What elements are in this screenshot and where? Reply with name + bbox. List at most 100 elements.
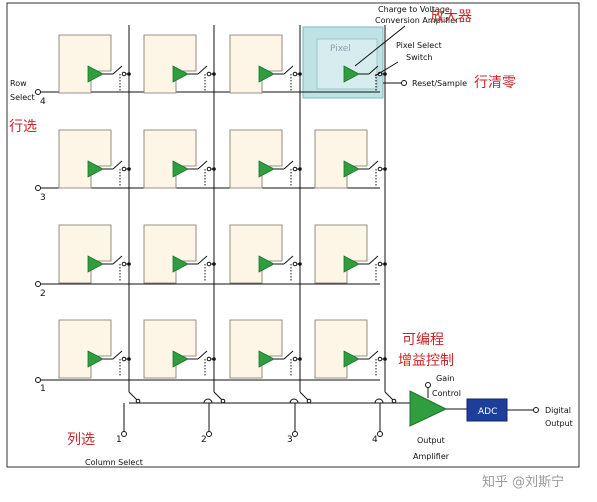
pixel-select-switch <box>283 65 294 75</box>
pixel-select-switch <box>112 350 123 360</box>
reset-sample-terminal <box>401 80 407 86</box>
annotation-amplifier: 放大器 <box>430 9 472 25</box>
column-number-1: 1 <box>116 435 122 445</box>
digital-label: Digital <box>545 406 571 415</box>
pixel-select-switch <box>283 160 294 170</box>
pixel-photodiode <box>143 319 197 379</box>
bus-junction <box>383 262 387 266</box>
annotation-programmable: 可编程 <box>402 332 444 348</box>
column-switch-contact <box>306 398 312 404</box>
pixel-array <box>35 25 397 437</box>
pixel-switch-contact <box>121 261 127 267</box>
pixel-amp-icon <box>258 65 275 83</box>
charge-amp-label-1: Charge to Voltage <box>378 5 450 14</box>
pixel-amp-icon <box>343 255 360 273</box>
pixel-select-switch <box>283 255 294 265</box>
pixel-amp-icon <box>87 65 104 83</box>
column-select-switch <box>299 391 309 401</box>
annotation-gain-control: 增益控制 <box>398 353 454 369</box>
pixel-photodiode <box>314 319 368 379</box>
pixel-photodiode <box>58 319 112 379</box>
row-select-label: Row <box>10 79 27 88</box>
bus-junction <box>298 262 302 266</box>
bus-junction <box>212 72 216 76</box>
pixel-amp-icon <box>87 160 104 178</box>
pixel-switch-contact <box>206 71 212 77</box>
pixel-amp-icon <box>258 350 275 368</box>
pixel-photodiode <box>58 129 112 189</box>
pixel-amp-icon <box>258 255 275 273</box>
row-number-1: 1 <box>40 384 46 394</box>
bus-junction <box>298 357 302 361</box>
gain-control-terminal <box>425 382 431 388</box>
column-select-label: Column Select <box>85 458 143 467</box>
row-number-4: 4 <box>40 97 46 107</box>
output-amplifier-icon <box>409 390 448 427</box>
diagram-frame <box>6 2 580 468</box>
column-select-terminal <box>377 431 383 437</box>
pixel-photodiode <box>229 34 283 94</box>
row-select-terminal <box>35 281 41 287</box>
bus-crossover <box>289 398 299 404</box>
pixel-photodiode <box>143 34 197 94</box>
row-number-2: 2 <box>40 289 46 299</box>
pixel-amp-icon <box>87 255 104 273</box>
pixel-photodiode <box>229 319 283 379</box>
pixel-select-switch <box>368 350 379 360</box>
pixel-select-switch <box>197 160 208 170</box>
column-switch-contact <box>391 398 397 404</box>
column-select-switch <box>384 391 394 401</box>
pixel-switch-contact <box>377 356 383 362</box>
pixel-switch-contact <box>121 71 127 77</box>
pixel-amp-icon <box>172 255 189 273</box>
digital-output-terminal <box>533 407 539 413</box>
column-select-terminal <box>206 431 212 437</box>
pixel-switch-contact <box>206 261 212 267</box>
column-number-3: 3 <box>287 435 293 445</box>
pixel-photodiode <box>143 129 197 189</box>
pixel-switch-contact <box>206 356 212 362</box>
bus-junction <box>127 357 131 361</box>
gain-label: Gain <box>436 374 454 383</box>
row-select-terminal <box>35 185 41 191</box>
pixel-select-switch <box>197 350 208 360</box>
row-select-terminal <box>35 89 41 95</box>
pixel-photodiode <box>143 224 197 284</box>
amplifier-label: Amplifier <box>413 452 450 461</box>
column-switch-contact <box>135 398 141 404</box>
bus-crossover <box>374 398 384 404</box>
column-select-terminal <box>121 431 127 437</box>
watermark: 知乎 @刘斯宁 <box>482 474 564 490</box>
column-number-2: 2 <box>201 435 207 445</box>
column-switch-contact <box>220 398 226 404</box>
pixel-amp-icon <box>172 65 189 83</box>
bus-junction <box>383 72 387 76</box>
pixel-switch-label-1: Pixel Select <box>396 41 442 50</box>
pixel-select-switch <box>112 160 123 170</box>
pixel-amp-icon <box>343 160 360 178</box>
annotation-row-select: 行选 <box>9 119 37 135</box>
adc-label: ADC <box>478 407 497 417</box>
pixel-amp-icon <box>172 160 189 178</box>
bus-junction <box>298 72 302 76</box>
pixel-select-switch <box>368 65 379 75</box>
pixel-switch-contact <box>206 166 212 172</box>
pixel-select-switch <box>368 160 379 170</box>
charge-amp-label-2: Conversion Amplifier <box>375 16 459 25</box>
column-select-switch <box>128 391 138 401</box>
pixel-label: Pixel <box>330 44 351 54</box>
pixel-switch-contact <box>121 356 127 362</box>
pixel-photodiode <box>229 129 283 189</box>
pixel-switch-contact <box>292 71 298 77</box>
bus-junction <box>212 167 216 171</box>
pixel-amp-icon <box>87 350 104 368</box>
pixel-switch-pointer <box>374 61 399 77</box>
pixel-select-switch <box>112 65 123 75</box>
pixel-switch-contact <box>377 261 383 267</box>
pixel-amp-icon <box>172 350 189 368</box>
pixel-select-switch <box>283 350 294 360</box>
control-label: Control <box>432 389 461 398</box>
pixel-photodiode <box>314 224 368 284</box>
bus-junction <box>127 72 131 76</box>
